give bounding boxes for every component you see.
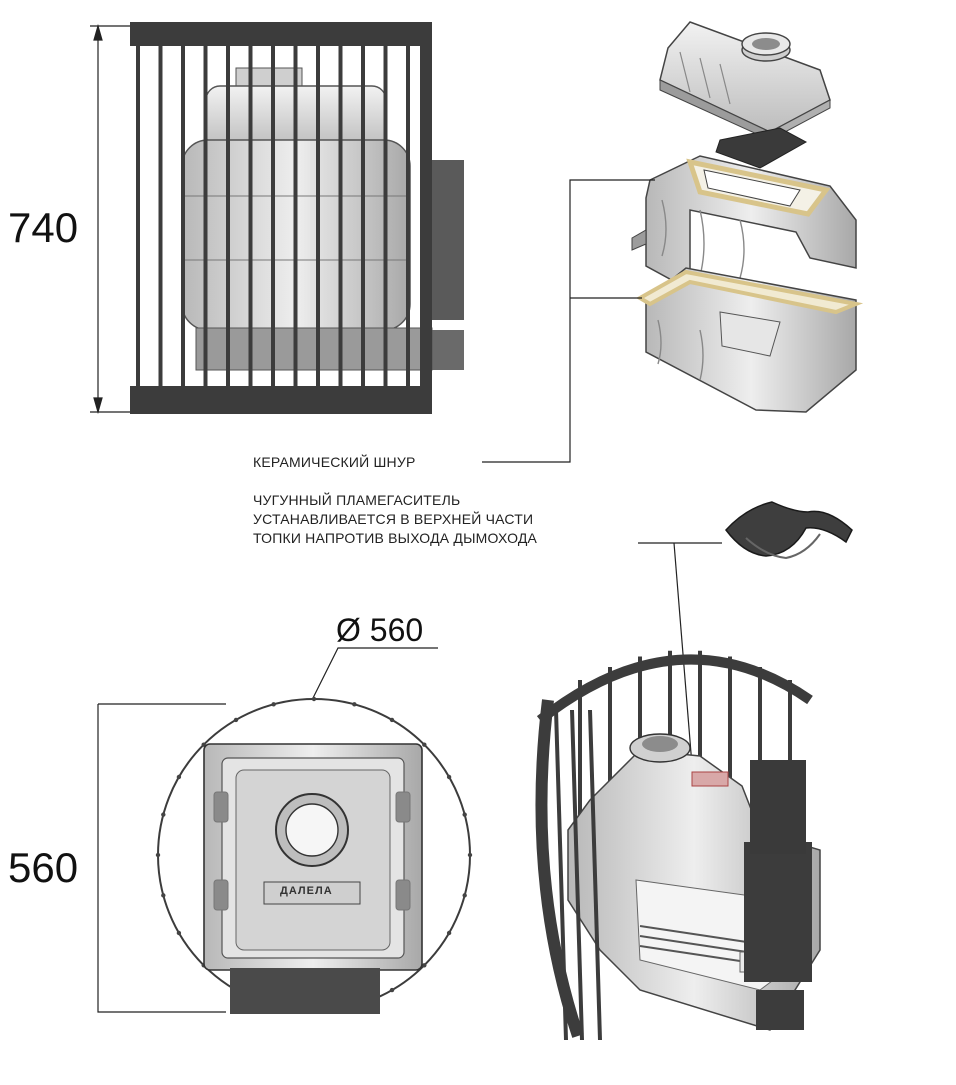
diameter-label: Ø 560 <box>336 612 424 648</box>
height-label-bottom: 560 <box>8 844 79 891</box>
flame-arrestor-label-line3: ТОПКИ НАПРОТИВ ВЫХОДА ДЫМОХОДА <box>253 530 538 546</box>
height-dimension-top <box>90 23 130 415</box>
upper-section <box>631 155 857 292</box>
flame-arrestor-piece <box>638 501 853 791</box>
height-label-top: 740 <box>8 204 79 251</box>
top-lid <box>659 21 831 141</box>
ceramic-cord-leader <box>482 179 655 463</box>
flame-arrestor-label-line2: УСТАНАВЛИВАЕТСЯ В ВЕРХНЕЙ ЧАСТИ <box>253 511 534 527</box>
lower-section <box>636 267 864 413</box>
ceramic-cord-label: КЕРАМИЧЕСКИЙ ШНУР <box>253 454 416 470</box>
plan-view <box>97 647 473 1014</box>
side-view <box>90 22 464 415</box>
brand-plate: ДАЛЕЛА <box>280 885 333 897</box>
flame-arrestor-label-line1: ЧУГУННЫЙ ПЛАМЕГАСИТЕЛЬ <box>253 492 461 508</box>
cutaway-view <box>535 650 821 1041</box>
exploded-view <box>482 21 864 463</box>
